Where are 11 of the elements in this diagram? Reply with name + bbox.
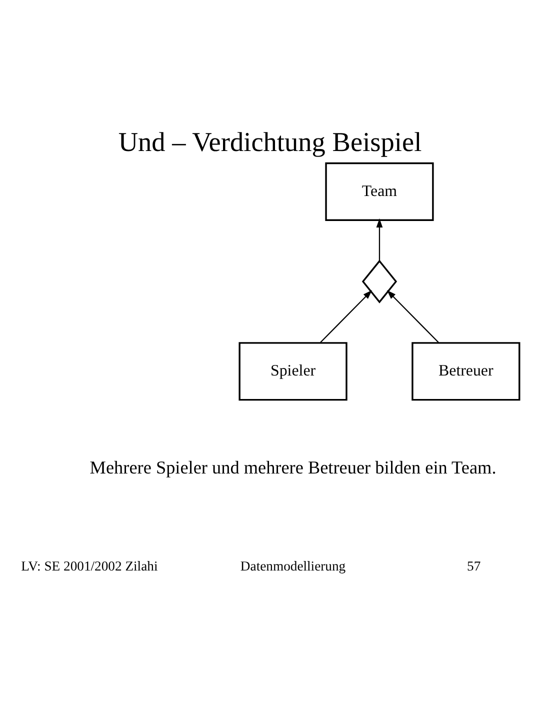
node-box: Betreuer xyxy=(412,342,520,401)
label: Datenmodellierung xyxy=(240,558,346,574)
arrow xyxy=(386,290,439,343)
arrow xyxy=(376,218,383,261)
node-box: Team xyxy=(325,162,434,221)
label: 57 xyxy=(467,558,481,574)
arrow xyxy=(320,290,372,343)
label: Mehrere Spieler und mehrere Betreuer bilden ein Team. xyxy=(90,458,496,478)
node-box: Spieler xyxy=(238,342,348,401)
label: LV: SE 2001/2002 Zilahi xyxy=(21,558,158,574)
diagram-title: Und – Verdichtung Beispiel xyxy=(118,126,422,157)
